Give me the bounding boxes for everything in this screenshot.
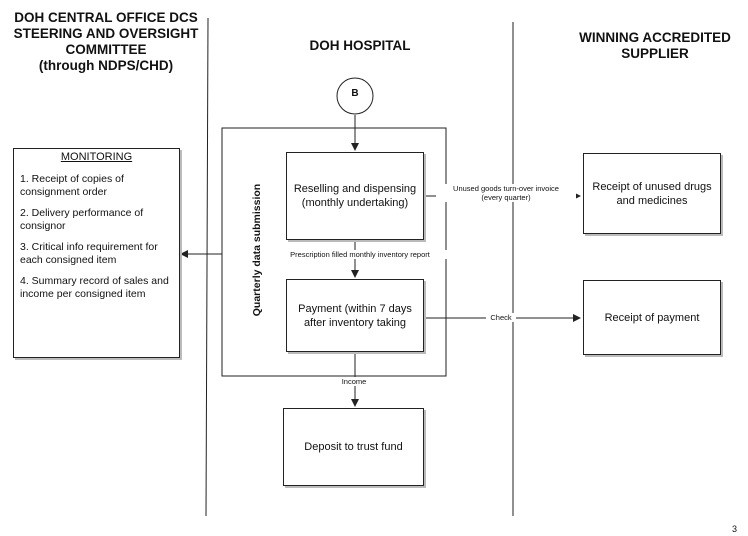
monitoring-item: 2. Delivery performance of consignor xyxy=(20,207,144,232)
connector-b-circle xyxy=(336,77,374,115)
lane-left-line2: STEERING AND OVERSIGHT xyxy=(13,26,199,41)
monitoring-title: MONITORING xyxy=(60,151,133,163)
unused-receipt-text: Receipt of unused drugs and medicines xyxy=(592,180,712,207)
deposit-text: Deposit to trust fund xyxy=(304,441,403,453)
lane-left-line1: DOH CENTRAL OFFICE DCS xyxy=(14,10,198,25)
monitoring-item: 3. Critical info requirement for each co… xyxy=(20,241,158,266)
lane-divider-left xyxy=(205,17,209,517)
monitoring-item: 4. Summary record of sales and income pe… xyxy=(20,275,169,300)
lane-left-line4: (through NDPS/CHD) xyxy=(38,58,174,73)
check-label: Check xyxy=(486,313,516,322)
monitoring-item: 1. Receipt of copies of consignment orde… xyxy=(20,173,124,198)
lane-title-middle: DOH HOSPITAL xyxy=(309,38,411,53)
payment-receipt-box: Receipt of payment xyxy=(583,280,721,355)
group-label: Quarterly data submission xyxy=(251,183,263,317)
payment-text: Payment (within 7 days after inventory t… xyxy=(298,302,412,329)
reselling-box: Reselling and dispensing (monthly undert… xyxy=(286,152,424,240)
lane-right-line1: WINNING ACCREDITED xyxy=(579,30,731,45)
monitoring-box: MONITORING 1. Receipt of copies of consi… xyxy=(13,148,180,358)
payment-receipt-text: Receipt of payment xyxy=(604,311,700,324)
deposit-box: Deposit to trust fund xyxy=(283,408,424,486)
lane-left-line3: COMMITTEE xyxy=(65,42,147,57)
unused-invoice-line2: (every quarter) xyxy=(481,193,531,202)
lane-title-right: WINNING ACCREDITED SUPPLIER xyxy=(560,30,748,62)
income-label: Income xyxy=(334,377,374,386)
lane-right-line2: SUPPLIER xyxy=(621,46,689,61)
unused-invoice-line1: Unused goods turn-over invoice xyxy=(453,184,559,193)
unused-invoice-label: Unused goods turn-over invoice (every qu… xyxy=(436,184,576,202)
prescription-label: Prescription filled monthly inventory re… xyxy=(270,250,450,259)
unused-receipt-box: Receipt of unused drugs and medicines xyxy=(583,153,721,234)
lane-title-left: DOH CENTRAL OFFICE DCS STEERING AND OVER… xyxy=(0,10,212,74)
reselling-text: Reselling and dispensing (monthly undert… xyxy=(293,183,417,209)
payment-box: Payment (within 7 days after inventory t… xyxy=(286,279,424,352)
page-number: 3 xyxy=(732,524,738,534)
connector-b-label: B xyxy=(351,88,359,99)
